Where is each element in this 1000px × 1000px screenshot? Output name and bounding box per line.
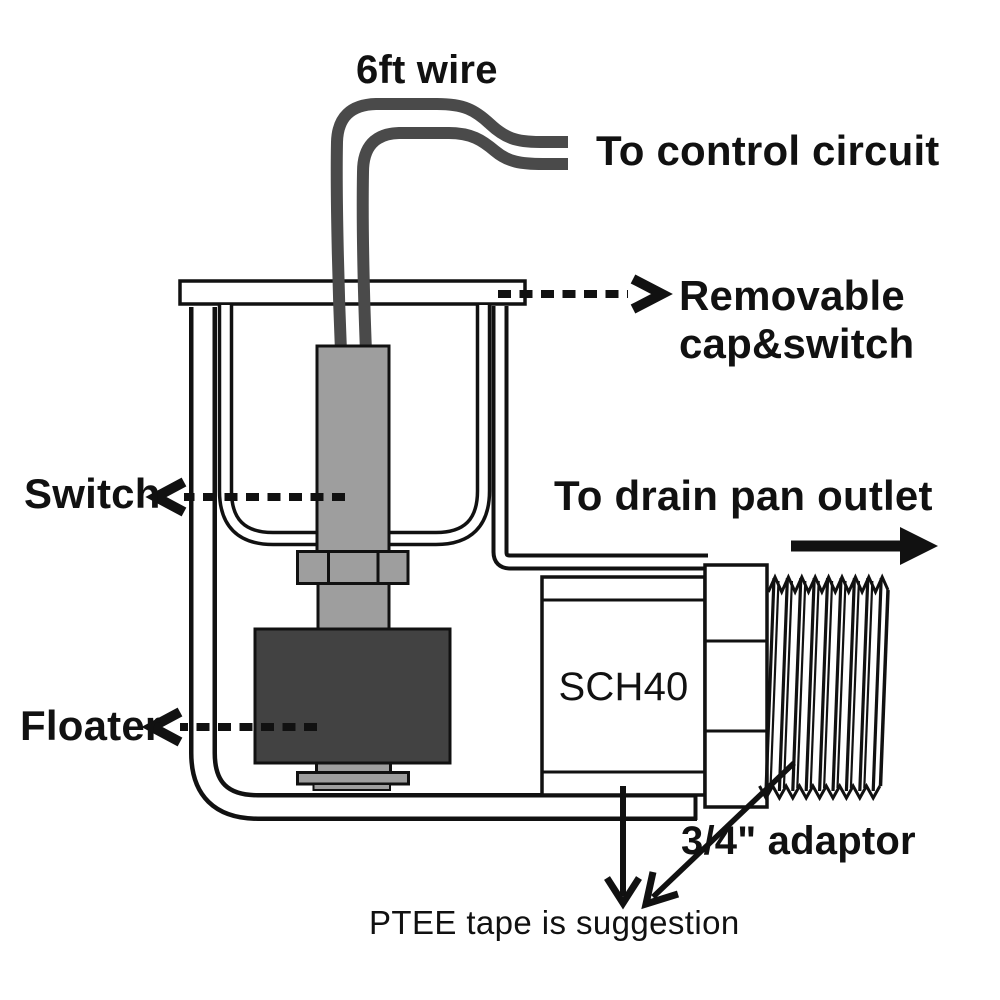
adaptor-label: 3/4" adaptor <box>681 819 916 863</box>
stem-end-tab <box>312 783 391 791</box>
tape-note-arrow <box>604 786 642 910</box>
wire-length-label: 6ft wire <box>356 48 498 92</box>
sch40-coupler <box>540 575 707 797</box>
drain-outlet-arrow <box>791 527 938 565</box>
floater-arrow <box>141 707 317 747</box>
removable-cap-arrow <box>498 274 673 314</box>
switch-label: Switch <box>24 470 161 517</box>
stem-end-plate <box>296 771 410 786</box>
switch-stem-lower <box>316 582 391 631</box>
removable-cap-label-line2: cap&switch <box>679 320 915 368</box>
tape-note-label: PTEE tape is suggestion <box>369 904 740 941</box>
floater-body <box>253 627 452 765</box>
wire-inner <box>356 127 568 353</box>
stem-hex-nut <box>296 550 410 585</box>
adaptor-pointer-arrow <box>641 761 796 910</box>
wire-pair <box>330 98 568 353</box>
drain-outlet-label: To drain pan outlet <box>554 472 933 519</box>
floater-label: Floater <box>20 702 162 749</box>
pipe-spec-label: SCH40 <box>558 665 689 709</box>
switch-stem-upper <box>315 344 391 556</box>
wire-outer <box>330 98 568 353</box>
drain-elbow-wall <box>491 306 708 571</box>
removable-cap <box>178 279 527 306</box>
control-circuit-label: To control circuit <box>596 127 940 174</box>
switch-arrow <box>145 477 345 517</box>
outer-housing <box>189 307 698 821</box>
removable-cap-label-line1: Removable <box>679 272 905 319</box>
switch-assembly <box>253 344 452 791</box>
adaptor-hex-nut <box>703 563 769 809</box>
adaptor-threads <box>758 573 890 802</box>
